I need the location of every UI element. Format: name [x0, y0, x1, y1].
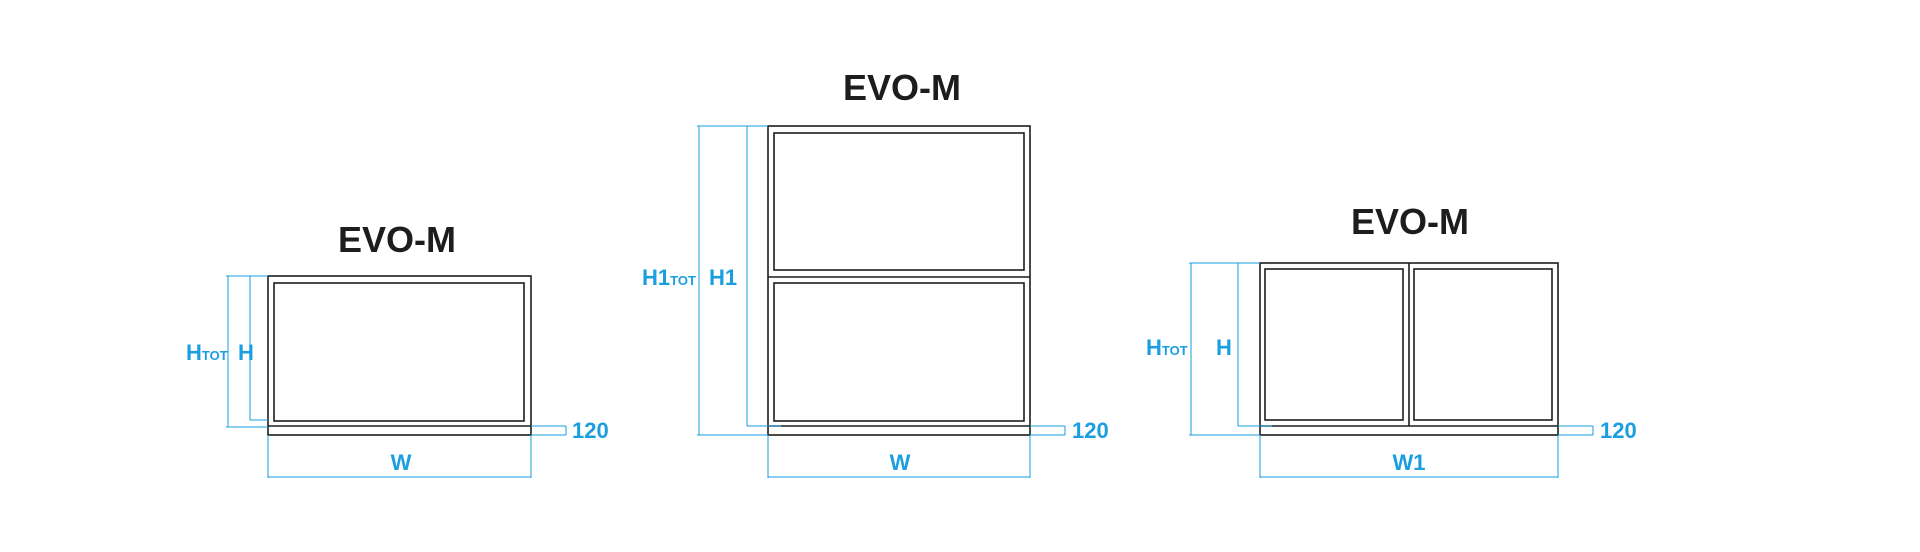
dimension-lines — [226, 275, 567, 478]
cabinet-door-right — [1413, 268, 1553, 421]
diagram-title: EVO-M — [1351, 201, 1469, 242]
diagram-title: EVO-M — [338, 219, 456, 260]
plinth-height-label: 120 — [572, 418, 609, 443]
width-label: W — [890, 450, 911, 475]
diagram-single-cabinet: EVO-M HTOT H W 120 — [186, 219, 609, 478]
cabinet-outline — [267, 275, 532, 436]
height-total-label: H1TOT — [642, 265, 696, 290]
cabinet-door-left — [1264, 268, 1404, 421]
height-total-label: HTOT — [186, 340, 228, 365]
diagram-double-cabinet: EVO-M HTOT H W1 120 — [1146, 201, 1637, 478]
dimension-lines — [697, 125, 1066, 478]
dimension-lines — [1189, 262, 1594, 478]
plinth-height-label: 120 — [1072, 418, 1109, 443]
diagram-title: EVO-M — [843, 67, 961, 108]
cabinet-door-upper — [773, 132, 1025, 271]
cabinet-door — [273, 282, 525, 422]
height-total-label: HTOT — [1146, 335, 1188, 360]
cabinet-door-lower — [773, 282, 1025, 422]
diagram-stacked-cabinet: EVO-M H1TOT H1 W 120 — [642, 67, 1109, 478]
height-label: H — [238, 340, 254, 365]
cabinet-outline — [767, 125, 1031, 436]
plinth-height-label: 120 — [1600, 418, 1637, 443]
width-label: W — [391, 450, 412, 475]
width-label: W1 — [1393, 450, 1426, 475]
height-label: H1 — [709, 265, 737, 290]
height-label: H — [1216, 335, 1232, 360]
